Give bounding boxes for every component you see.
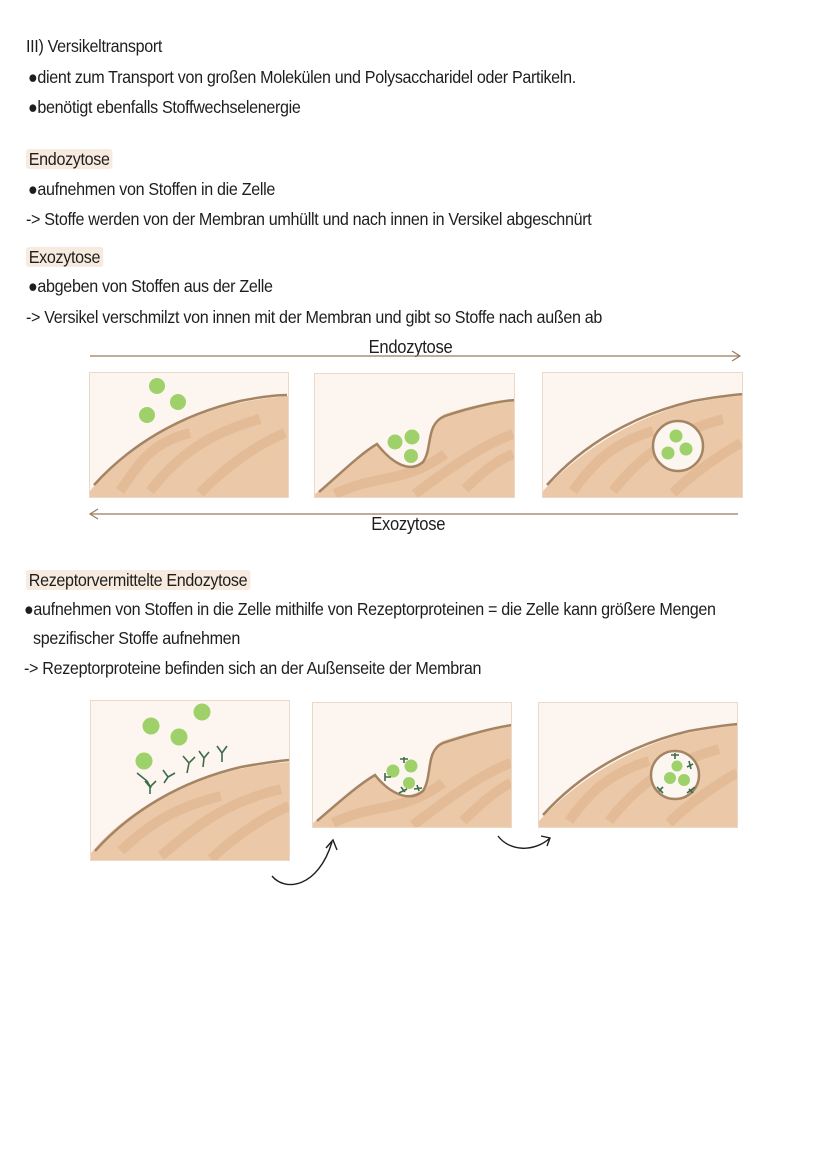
receptor-note: -> Rezeptorproteine befinden sich an der… (24, 658, 482, 678)
particle-icon (404, 429, 420, 445)
receptor-bullet: ●aufnehmen von Stoffen in die Zelle mith… (24, 599, 716, 619)
exocytosis-bullet: ●abgeben von Stoffen aus der Zelle (28, 276, 273, 296)
exocytosis-heading-text: Exozytose (26, 247, 103, 267)
intro-bullet-2-text: benötigt ebenfalls Stoffwechselenergie (37, 97, 301, 117)
section-title: III) Versikeltransport (26, 36, 163, 56)
intro-bullet-1-text: dient zum Transport von großen Molekülen… (37, 67, 576, 87)
curved-arrow-icon (497, 835, 551, 849)
endocytosis-bullet-text: aufnehmen von Stoffen in die Zelle (37, 179, 276, 199)
receptor-heading: Rezeptorvermittelte Endozytose (26, 570, 251, 591)
exocytosis-bullet-text: abgeben von Stoffen aus der Zelle (37, 276, 273, 296)
particle-icon (386, 764, 400, 778)
particle-icon (403, 777, 415, 789)
exocytosis-arrow (88, 508, 738, 520)
intro-bullet-1: ●dient zum Transport von großen Moleküle… (28, 67, 576, 87)
particle-icon (404, 449, 418, 463)
receptor-bullet-line-2: spezifischer Stoffe aufnehmen (33, 628, 240, 648)
exocytosis-arrow-label: Exozytose (371, 514, 446, 534)
particle-icon (170, 394, 186, 410)
particle-icon (678, 774, 690, 786)
receptor-icon (656, 753, 696, 794)
endocytosis-heading: Endozytose (26, 149, 113, 170)
particle-icon (664, 772, 676, 784)
particle-icon (135, 752, 153, 770)
intro-bullet-2: ●benötigt ebenfalls Stoffwechselenergie (28, 97, 301, 117)
particle-icon (671, 760, 683, 772)
receptor-panel-3 (538, 702, 738, 828)
arrowhead-icon (540, 835, 551, 847)
particle-icon (170, 728, 188, 746)
exocytosis-heading: Exozytose (26, 247, 103, 268)
endocytosis-panel-3 (542, 372, 743, 498)
exocytosis-note: -> Versikel verschmilzt von innen mit de… (26, 307, 603, 327)
particle-icon (679, 442, 693, 456)
endocytosis-heading-text: Endozytose (26, 149, 113, 169)
receptor-icon (384, 757, 423, 794)
particle-icon (142, 717, 160, 735)
particle-icon (149, 378, 165, 394)
endocytosis-arrow (90, 350, 742, 362)
receptor-heading-text: Rezeptorvermittelte Endozytose (26, 570, 251, 590)
endocytosis-panel-2 (314, 373, 515, 498)
receptor-panel-1 (90, 700, 290, 861)
receptor-bullet-text-1: aufnehmen von Stoffen in die Zelle mithi… (33, 599, 716, 619)
receptor-panel-2 (312, 702, 512, 828)
particle-icon (193, 703, 211, 721)
endocytosis-note: -> Stoffe werden von der Membran umhüllt… (26, 209, 592, 229)
receptor-icon (136, 745, 228, 794)
particle-icon (661, 446, 675, 460)
endocytosis-arrow-label: Endozytose (368, 337, 453, 357)
particle-icon (387, 434, 403, 450)
endocytosis-panel-1 (89, 372, 289, 498)
arrowhead-icon (325, 838, 338, 851)
endocytosis-bullet: ●aufnehmen von Stoffen in die Zelle (28, 179, 276, 199)
particle-icon (404, 759, 418, 773)
particle-icon (139, 407, 155, 423)
particle-icon (669, 429, 683, 443)
